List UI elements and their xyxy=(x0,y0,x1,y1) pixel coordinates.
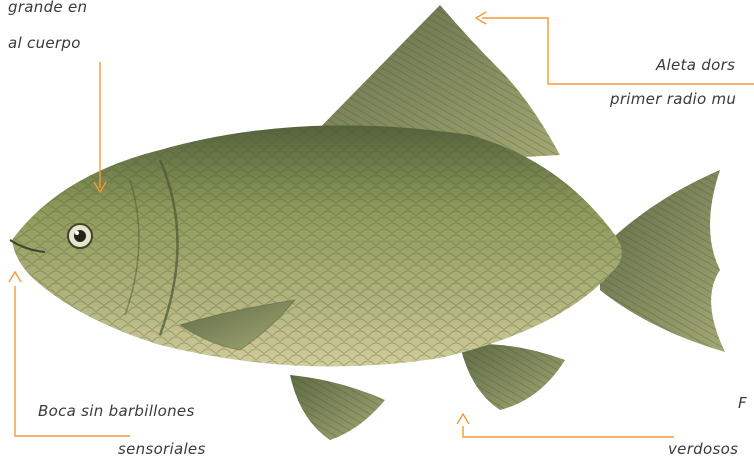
label-dorsal-2: primer radio mu xyxy=(610,90,736,108)
label-dorsal-1: Aleta dors xyxy=(656,56,735,74)
label-body-size-1: grande en xyxy=(8,0,87,16)
label-fins-2: verdosos xyxy=(668,440,738,458)
label-mouth-1: Boca sin barbillones xyxy=(38,402,195,420)
label-body-size-2: al cuerpo xyxy=(8,34,81,52)
label-fins-1: F xyxy=(738,394,747,412)
label-mouth-2: sensoriales xyxy=(118,440,206,458)
